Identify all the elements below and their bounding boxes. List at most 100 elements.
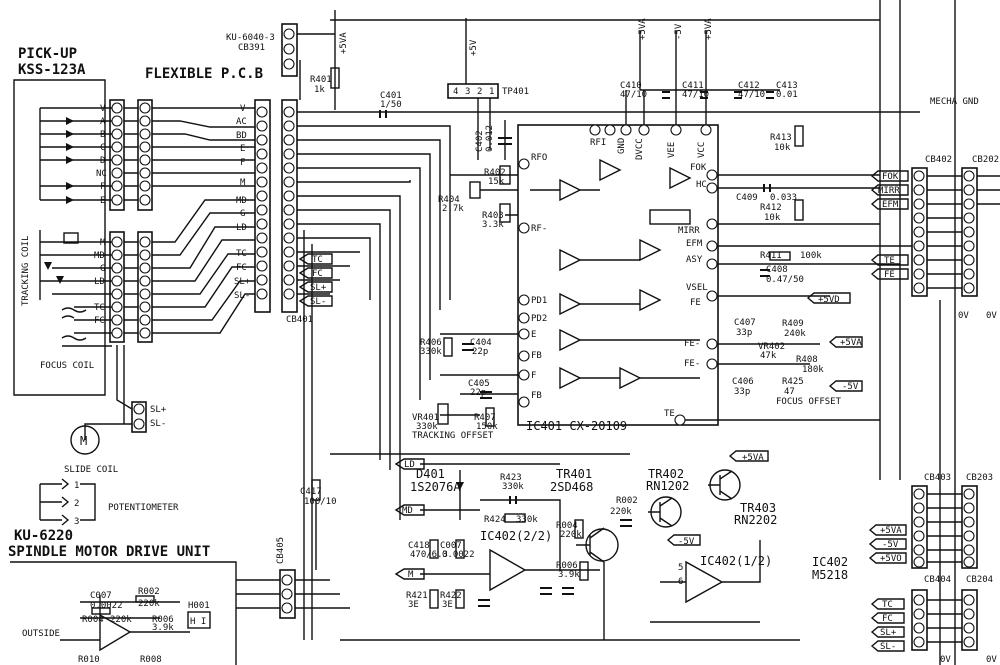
svg-text:POTENTIOMETER: POTENTIOMETER	[108, 503, 179, 513]
svg-text:RFI: RFI	[590, 138, 606, 148]
cb405-pin-3	[281, 602, 293, 614]
svg-text:V: V	[240, 104, 246, 114]
svg-text:VEE: VEE	[667, 142, 677, 158]
svg-text:SL+: SL+	[310, 283, 327, 293]
svg-text:EFM: EFM	[686, 239, 703, 249]
ic401-left-pins	[518, 158, 530, 408]
cb401-pin-labels: V AC BD E F M MD G LD TC FC SL+ SL-	[234, 104, 251, 301]
c401-value: 1/50	[380, 100, 402, 110]
svg-text:VSEL: VSEL	[686, 283, 708, 293]
svg-text:33p: 33p	[736, 328, 752, 338]
cb405-out-wires	[295, 500, 350, 609]
svg-text:C407: C407	[734, 318, 756, 328]
svg-text:1: 1	[489, 87, 494, 97]
svg-text:SL-: SL-	[880, 642, 896, 652]
cb401-mate-pins	[283, 106, 295, 300]
svg-text:330k: 330k	[516, 515, 538, 525]
svg-text:-5V: -5V	[842, 382, 859, 392]
svg-text:AC: AC	[236, 117, 247, 127]
svg-text:ASY: ASY	[686, 255, 703, 265]
slide-sl-minus: SL-	[150, 419, 166, 429]
svg-text:R412: R412	[760, 203, 782, 213]
svg-text:MIRR: MIRR	[678, 226, 700, 236]
svg-text:0.012: 0.012	[485, 125, 495, 152]
cb404-connector	[911, 589, 928, 651]
tr403-label: TR403	[740, 501, 776, 515]
svg-text:R423: R423	[500, 473, 522, 483]
svg-text:FE: FE	[884, 270, 895, 280]
svg-text:C418: C418	[408, 541, 430, 551]
svg-text:RFO: RFO	[531, 153, 547, 163]
svg-text:FE: FE	[690, 298, 701, 308]
svg-text:MIRR: MIRR	[878, 186, 900, 196]
p5va-label-1: +5VA	[339, 32, 349, 54]
svg-text:330k: 330k	[502, 482, 524, 492]
svg-text:H I: H I	[190, 617, 206, 627]
svg-text:C408: C408	[766, 265, 788, 275]
flex-connector-b	[137, 231, 153, 343]
svg-text:R407: R407	[474, 413, 496, 423]
cb401-side-tags: TC FC SL+ SL-	[298, 253, 333, 307]
motor-m: M	[80, 434, 87, 448]
svg-text:+5VA: +5VA	[638, 18, 648, 40]
tr402-label: TR402	[648, 467, 684, 481]
ic401-top-pins	[589, 90, 712, 136]
svg-text:FE-: FE-	[684, 359, 700, 369]
svg-text:PD2: PD2	[531, 314, 547, 324]
svg-text:VR401: VR401	[412, 413, 439, 423]
svg-text:FB: FB	[531, 351, 542, 361]
svg-text:240k: 240k	[784, 329, 806, 339]
svg-text:1: 1	[74, 481, 79, 491]
ic402-a-symbol	[685, 560, 724, 604]
tp401-connector	[447, 83, 499, 99]
cb391-pin-3	[283, 58, 295, 70]
svg-text:100k: 100k	[800, 251, 822, 261]
svg-text:330k: 330k	[416, 422, 438, 432]
r401-wire	[297, 10, 336, 110]
cb404-label: CB404	[924, 575, 951, 585]
svg-text:+5VD: +5VD	[818, 295, 840, 305]
ic401-label: IC401 CX-20109	[526, 419, 627, 433]
svg-text:IC402(2/2): IC402(2/2)	[480, 529, 552, 543]
svg-text:47/10: 47/10	[682, 90, 709, 100]
slide-pin-2	[133, 418, 145, 430]
svg-text:SL-: SL-	[234, 291, 250, 301]
svg-text:220k: 220k	[138, 599, 160, 609]
svg-text:FE-: FE-	[684, 339, 700, 349]
slide-coil-label: SLIDE COIL	[64, 465, 118, 475]
svg-text:470/6.3: 470/6.3	[410, 550, 448, 560]
svg-text:SL+: SL+	[234, 277, 251, 287]
tr402-supply: -5V	[678, 537, 695, 547]
top-rails	[299, 19, 880, 100]
cb403-pins	[913, 488, 975, 568]
ku6220-label: KU-6220	[14, 528, 73, 544]
ic402-a-wires	[650, 540, 761, 623]
slide-wires	[84, 345, 133, 440]
rf-network: C402 0.012 R402 15k R404 2.7k R403 3.3k	[438, 120, 518, 230]
svg-text:3E: 3E	[442, 600, 453, 610]
p5v-label: +5V	[469, 39, 479, 56]
pickup-connector-b	[109, 231, 125, 343]
svg-text:R403: R403	[482, 211, 504, 221]
svg-text:EFM: EFM	[882, 200, 899, 210]
cb202-ov: 0V	[986, 311, 997, 321]
r425-id: C417	[300, 487, 322, 497]
svg-text:22p: 22p	[472, 347, 488, 357]
laser-diode-group	[39, 230, 112, 300]
svg-text:0.0022: 0.0022	[90, 601, 123, 611]
pickup-model: KSS-123A	[18, 62, 86, 78]
tr403-supply: +5VA	[742, 453, 764, 463]
pickup-title: PICK-UP	[18, 46, 77, 62]
svg-text:3.9k: 3.9k	[558, 570, 580, 580]
svg-text:E: E	[100, 196, 105, 206]
flex-bus	[124, 107, 255, 334]
svg-text:M: M	[408, 570, 414, 580]
svg-text:15k: 15k	[488, 177, 505, 187]
svg-text:FC: FC	[312, 269, 323, 279]
slide-sl-plus: SL+	[150, 405, 167, 415]
svg-text:GND: GND	[617, 138, 627, 154]
cb391-pin-1	[283, 28, 295, 40]
svg-text:DVCC: DVCC	[635, 138, 645, 160]
svg-text:330k: 330k	[420, 347, 442, 357]
ic402-label: IC402	[812, 555, 848, 569]
